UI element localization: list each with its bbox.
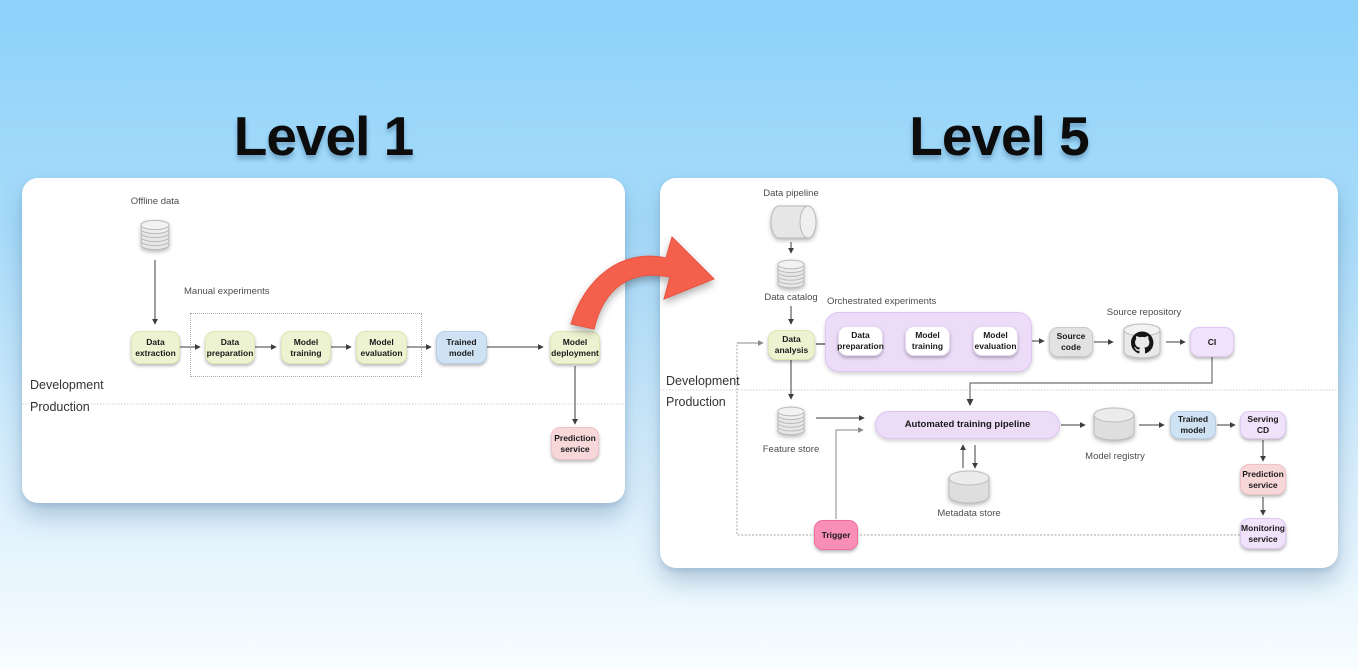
- github-octocat-icon: [1123, 323, 1161, 359]
- node-ci: CI: [1190, 327, 1234, 357]
- node-trigger: Trigger: [814, 520, 858, 550]
- node-model-evaluation: Model evaluation: [973, 326, 1018, 356]
- disk-stack-icon: [777, 259, 805, 289]
- node-data-preparation: Data preparation: [205, 331, 255, 364]
- level5-panel: Data pipeline Data catalog Orchestrated …: [660, 178, 1338, 568]
- development-label: Development: [30, 378, 104, 392]
- orchestrated-experiments-label: Orchestrated experiments: [827, 296, 937, 307]
- development-label: Development: [666, 374, 740, 388]
- node-automated-training-pipeline: Automated training pipeline: [875, 411, 1060, 439]
- node-prediction-service: Prediction service: [551, 427, 599, 460]
- manual-experiments-group: [190, 313, 422, 377]
- node-data-preparation: Data preparation: [837, 326, 884, 356]
- manual-experiments-label: Manual experiments: [184, 286, 270, 297]
- node-model-training: Model training: [281, 331, 331, 364]
- cylinder-icon: [1093, 407, 1135, 441]
- node-serving-cd: Serving CD: [1240, 411, 1286, 439]
- node-data-extraction: Data extraction: [131, 331, 180, 364]
- cylinder-icon: [948, 470, 990, 504]
- level1-panel: Offline data Manual experiments Data ext…: [22, 178, 625, 503]
- node-model-evaluation: Model evaluation: [356, 331, 407, 364]
- feature-store-label: Feature store: [762, 444, 820, 455]
- production-label: Production: [666, 395, 726, 409]
- cylinder-horizontal-icon: [770, 205, 817, 239]
- model-registry-label: Model registry: [1085, 451, 1145, 462]
- disk-stack-icon: [140, 219, 170, 251]
- source-repository-label: Source repository: [1106, 307, 1182, 318]
- node-model-training: Model training: [905, 326, 950, 356]
- node-model-deployment: Model deployment: [550, 331, 600, 364]
- level5-title: Level 5: [909, 105, 1090, 167]
- offline-data-label: Offline data: [130, 196, 180, 207]
- curved-arrow-icon: [570, 236, 715, 330]
- node-prediction-service: Prediction service: [1240, 464, 1286, 495]
- production-label: Production: [30, 400, 90, 414]
- data-pipeline-label: Data pipeline: [763, 188, 819, 199]
- node-data-analysis: Data analysis: [768, 330, 815, 360]
- level1-title: Level 1: [233, 105, 415, 167]
- node-source-code: Source code: [1049, 327, 1093, 357]
- node-trained-model: Trained model: [1170, 411, 1216, 439]
- disk-stack-icon: [777, 406, 805, 436]
- node-trained-model: Trained model: [436, 331, 487, 364]
- data-catalog-label: Data catalog: [764, 292, 818, 303]
- metadata-store-label: Metadata store: [937, 508, 1001, 519]
- node-monitoring-service: Monitoring service: [1240, 518, 1286, 549]
